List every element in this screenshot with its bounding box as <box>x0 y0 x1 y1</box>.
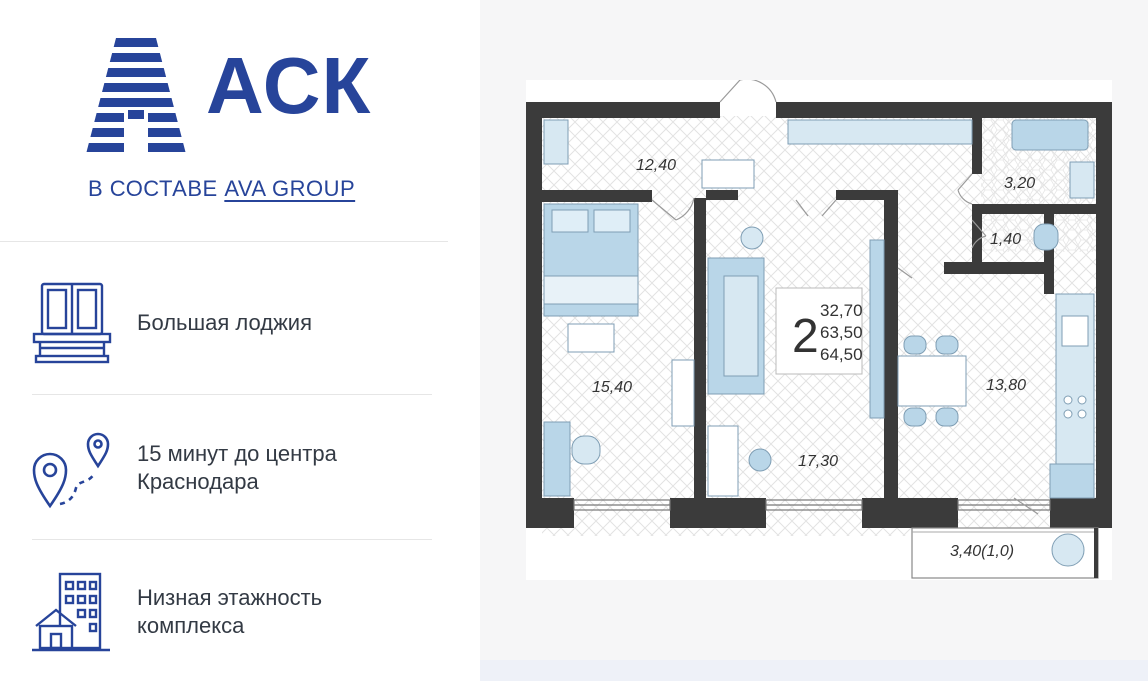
fridge <box>1049 463 1095 499</box>
chair <box>935 407 959 427</box>
piano <box>707 425 739 497</box>
divider <box>32 394 432 395</box>
feature-location-text: 15 минут до центра Краснодара <box>137 441 337 494</box>
buildings-icon <box>32 572 110 652</box>
bedroom-area: 15,40 <box>592 379 632 396</box>
toilet <box>1033 223 1059 251</box>
bottom-band <box>480 660 1148 681</box>
tagline-prefix: В СОСТАВЕ <box>88 176 218 201</box>
desk <box>543 421 571 497</box>
hob-burner <box>1077 409 1087 419</box>
furniture <box>543 119 1095 567</box>
chair <box>903 407 927 427</box>
chair <box>903 335 927 355</box>
hob-burner <box>1077 395 1087 405</box>
pillow-left <box>551 209 589 233</box>
windows <box>573 499 1051 511</box>
loggia-area: 64,50 <box>820 345 863 364</box>
feature-location: 15 минут до центра Краснодара <box>0 412 480 532</box>
blanket <box>543 275 639 305</box>
info-panel: АСК В СОСТАВЕ AVA GROUP Большая лоджия <box>0 0 480 681</box>
group-tagline[interactable]: В СОСТАВЕ AVA GROUP <box>88 176 355 202</box>
ava-group-link[interactable]: AVA GROUP <box>224 176 356 201</box>
bathroom-area: 3,20 <box>1004 175 1035 192</box>
hall-wardrobe <box>787 119 973 145</box>
feature-lowrise-text: Низная этажность комплекса <box>137 585 323 638</box>
hall-rug <box>701 159 755 189</box>
loggia-room-area: 3,40(1,0) <box>950 543 1014 560</box>
logo-wordmark: АСК <box>206 41 372 130</box>
total-area: 63,50 <box>820 323 863 342</box>
kitchen-sink <box>1061 315 1089 347</box>
hob-burner <box>1063 409 1073 419</box>
desk-chair <box>571 435 601 465</box>
pillow-right <box>593 209 631 233</box>
ask-logo-icon <box>86 38 186 154</box>
stool <box>748 448 772 472</box>
walls <box>526 102 1112 528</box>
wc-area: 1,40 <box>990 231 1021 248</box>
apartment-info: 2 32,70 63,50 64,50 <box>775 287 863 375</box>
hob-burner <box>1063 395 1073 405</box>
divider <box>32 539 432 540</box>
sofa-seat <box>723 275 759 377</box>
bathtub <box>1011 119 1089 151</box>
feature-loggia: Большая лоджия <box>0 270 480 380</box>
feature-lowrise: Низная этажность комплекса <box>0 560 480 670</box>
bedroom-rug <box>567 323 615 353</box>
location-pins-icon <box>32 432 110 509</box>
feature-loggia-text: Большая лоджия <box>137 310 312 335</box>
floor-plan: 2 32,70 63,50 64,50 12,40 3,20 1,40 15,4… <box>526 80 1112 580</box>
living-room-area: 17,30 <box>798 453 838 470</box>
radiator <box>671 359 695 427</box>
floor-lamp <box>740 226 764 250</box>
balcony-icon <box>32 282 112 364</box>
chair <box>935 335 959 355</box>
kitchen-area: 13,80 <box>986 377 1026 394</box>
living-area: 32,70 <box>820 301 863 320</box>
washbasin <box>1069 161 1095 199</box>
rooms-count: 2 <box>792 310 819 363</box>
divider <box>0 241 448 242</box>
hall-area: 12,40 <box>636 157 676 174</box>
tv-stand <box>869 239 885 419</box>
wardrobe <box>543 119 569 165</box>
dining-table <box>897 355 967 407</box>
doors <box>651 80 1039 515</box>
plant <box>1051 533 1085 567</box>
